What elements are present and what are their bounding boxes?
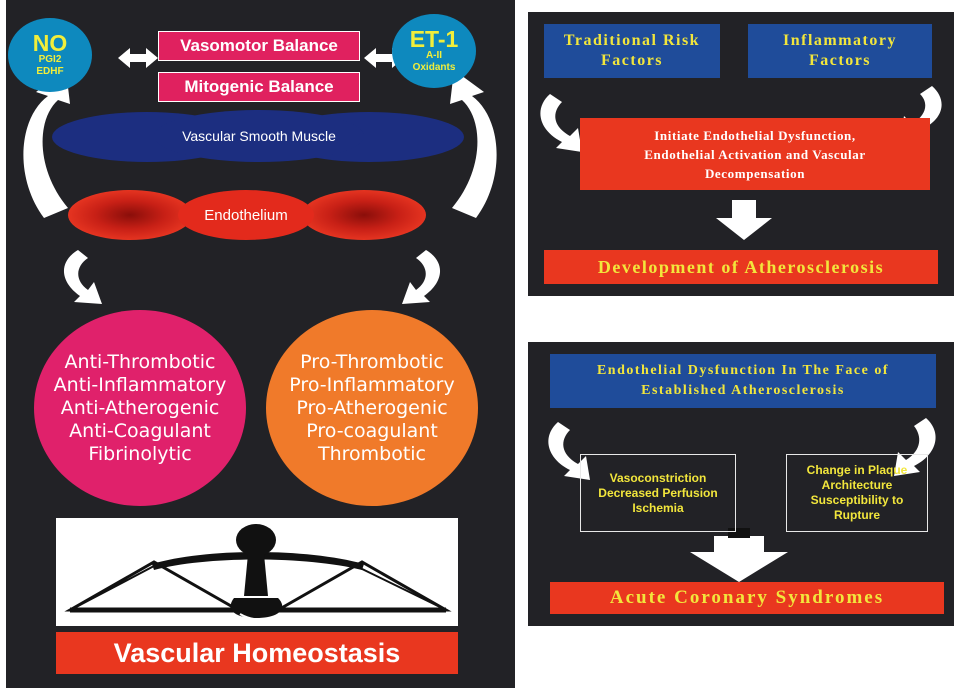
vasoconstriction-line-3: Ischemia xyxy=(632,500,684,515)
anti-line-2: Anti-Inflammatory xyxy=(53,373,227,396)
development-atherosclerosis-bar: Development of Atherosclerosis xyxy=(544,250,938,284)
pro-line-2: Pro-Inflammatory xyxy=(289,373,455,396)
et1-oval: ET-1 A-II Oxidants xyxy=(392,14,476,88)
curved-arrow-tr-left xyxy=(540,94,582,152)
atherosclerosis-panel: Traditional Risk Factors Inflammatory Fa… xyxy=(528,12,954,296)
no-oval-line2: EDHF xyxy=(36,66,64,77)
dysfunction-line-2: Established Atherosclerosis xyxy=(641,383,845,398)
curved-arrow-right-down xyxy=(402,250,441,304)
initiate-dysfunction-box: Initiate Endothelial Dysfunction, Endoth… xyxy=(580,118,930,190)
traditional-line-2: Factors xyxy=(600,52,664,69)
smooth-muscle-label: Vascular Smooth Muscle xyxy=(182,128,336,144)
initiate-line-3: Decompensation xyxy=(704,165,806,181)
smooth-muscle-ellipse-center: Vascular Smooth Muscle xyxy=(154,110,364,162)
anti-line-3: Anti-Atherogenic xyxy=(60,396,220,419)
acute-coronary-label: Acute Coronary Syndromes xyxy=(609,587,885,608)
plaque-line-1: Change in Plaque xyxy=(806,463,908,477)
vascular-homeostasis-label: Vascular Homeostasis xyxy=(113,637,401,668)
anti-line-1: Anti-Thrombotic xyxy=(64,350,216,373)
vasoconstriction-line-2: Decreased Perfusion xyxy=(598,485,718,500)
et1-oval-line2: Oxidants xyxy=(412,62,456,73)
down-arrow-tr xyxy=(716,200,772,240)
endothelium-label: Endothelium xyxy=(204,206,288,224)
initiate-line-2: Endothelial Activation and Vascular xyxy=(644,146,866,162)
vascular-homeostasis-panel: NO PGI2 EDHF ET-1 A-II Oxidants Vasomoto… xyxy=(6,0,515,688)
pro-line-3: Pro-Atherogenic xyxy=(296,396,448,419)
vasomotor-balance-box: Vasomotor Balance xyxy=(158,31,360,61)
dysfunction-header-box: Endothelial Dysfunction In The Face of E… xyxy=(550,354,936,408)
vasoconstriction-box: Vasoconstriction Decreased Perfusion Isc… xyxy=(580,454,736,532)
no-oval: NO PGI2 EDHF xyxy=(8,18,92,92)
dysfunction-line-1: Endothelial Dysfunction In The Face of xyxy=(596,363,890,378)
curved-arrow-right-up xyxy=(450,70,497,218)
inflammatory-line-1: Inflammatory xyxy=(783,32,897,49)
double-arrow-left xyxy=(118,48,158,68)
vasoconstriction-line-1: Vasoconstriction xyxy=(609,470,707,485)
anti-line-5: Fibrinolytic xyxy=(88,442,192,465)
down-arrow-br xyxy=(690,536,788,582)
mitogenic-balance-box: Mitogenic Balance xyxy=(158,72,360,102)
inflammatory-box: Inflammatory Factors xyxy=(748,24,932,78)
balance-scale-icon xyxy=(64,524,452,621)
traditional-risk-box: Traditional Risk Factors xyxy=(544,24,720,78)
acute-coronary-bar: Acute Coronary Syndromes xyxy=(550,582,944,614)
plaque-line-2: Architecture xyxy=(821,478,893,492)
curved-arrow-left-up xyxy=(23,70,70,218)
plaque-architecture-box: Change in Plaque Architecture Susceptibi… xyxy=(786,454,928,532)
vascular-homeostasis-bar: Vascular Homeostasis xyxy=(56,632,458,674)
curved-arrow-br-right xyxy=(894,418,936,476)
bottom-right-arrows-layer xyxy=(548,418,936,582)
curved-arrow-br-left xyxy=(548,422,590,480)
traditional-line-1: Traditional Risk xyxy=(563,32,701,49)
pro-line-5: Thrombotic xyxy=(317,442,427,465)
curved-arrow-left-down xyxy=(63,250,102,304)
plaque-line-4: Rupture xyxy=(834,508,880,522)
development-label: Development of Atherosclerosis xyxy=(597,256,885,277)
plaque-line-3: Susceptibility to xyxy=(810,493,904,507)
down-arrow-br-cap xyxy=(728,528,750,538)
no-oval-title: NO xyxy=(32,30,68,56)
endothelium-ellipse-right xyxy=(302,190,426,240)
no-oval-line1: PGI2 xyxy=(38,54,62,65)
pro-line-4: Pro-coagulant xyxy=(306,419,438,442)
pro-line-1: Pro-Thrombotic xyxy=(300,350,444,373)
inflammatory-line-2: Factors xyxy=(808,52,872,69)
et1-oval-title: ET-1 xyxy=(409,26,459,52)
balance-scale-box xyxy=(56,518,458,626)
endothelium-ellipse-center: Endothelium xyxy=(178,190,314,240)
et1-oval-line1: A-II xyxy=(425,50,443,61)
anti-circle: Anti-Thrombotic Anti-Inflammatory Anti-A… xyxy=(34,310,246,506)
pro-circle: Pro-Thrombotic Pro-Inflammatory Pro-Athe… xyxy=(266,310,478,506)
initiate-line-1: Initiate Endothelial Dysfunction, xyxy=(654,127,856,143)
endothelium-ellipse-left xyxy=(68,190,192,240)
anti-line-4: Anti-Coagulant xyxy=(69,419,211,442)
acute-coronary-panel: Endothelial Dysfunction In The Face of E… xyxy=(528,342,954,626)
